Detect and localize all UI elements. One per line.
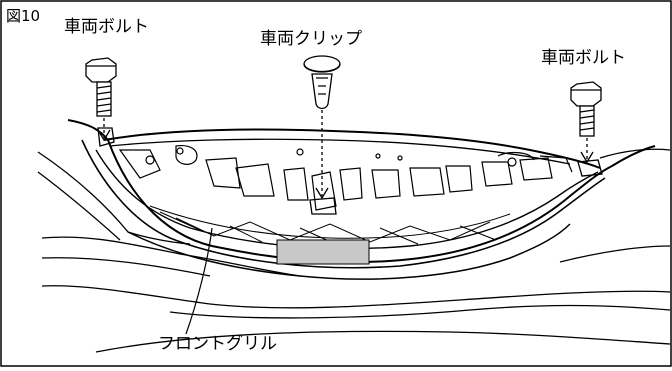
vehicle-bolt-left-label: 車両ボルト — [64, 17, 149, 37]
left-bolt — [85, 57, 117, 147]
center-clip — [303, 55, 341, 215]
vehicle-bolt-right-label: 車両ボルト — [541, 48, 626, 68]
grille-leader-line — [185, 227, 213, 335]
body-panel-lines — [37, 148, 671, 353]
right-bolt — [570, 81, 603, 177]
front-grille-label: フロントグリル — [158, 334, 277, 354]
vehicle-clip-label: 車両クリップ — [260, 29, 362, 49]
grille-inner-brackets — [118, 145, 573, 211]
front-grille — [67, 119, 656, 280]
grille-mesh — [149, 205, 511, 247]
figure-number: 図10 — [6, 7, 41, 25]
grille-shaded-insert — [276, 239, 370, 265]
